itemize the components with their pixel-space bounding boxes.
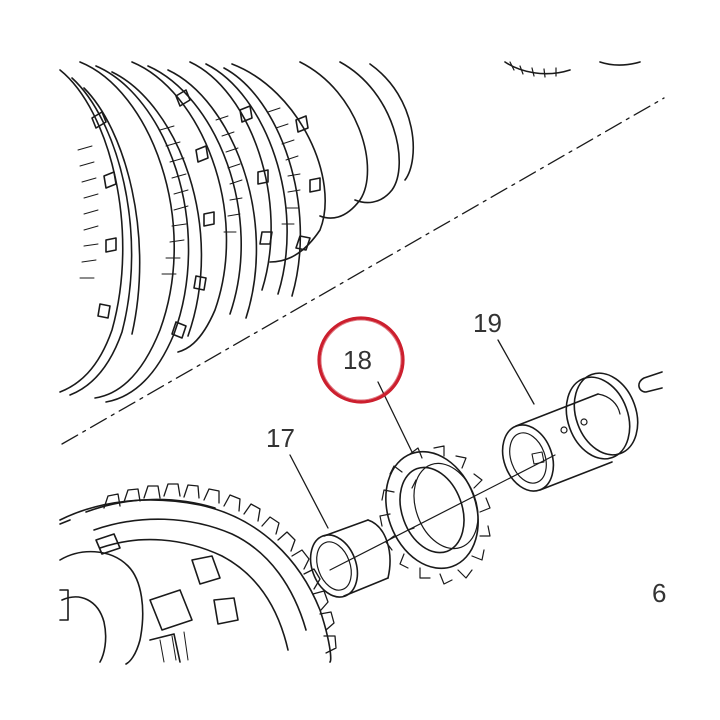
callout-19: 19 xyxy=(473,308,502,338)
callout-17: 17 xyxy=(266,423,295,453)
clutch-basket-gear xyxy=(59,483,337,665)
part-19-sleeve xyxy=(501,372,639,492)
part-18-sprocket xyxy=(379,445,491,585)
callout-6-partial: 6 xyxy=(652,578,667,608)
leader-line-18 xyxy=(377,381,413,453)
top-gear-fragment xyxy=(504,61,641,78)
clutch-plate-stack xyxy=(59,61,414,403)
leader-line-17 xyxy=(289,454,329,529)
pin-partial xyxy=(638,371,663,393)
separator-centerline xyxy=(61,97,665,445)
callout-18: 18 xyxy=(343,345,372,375)
leader-line-19 xyxy=(497,339,535,405)
highlight-circle-18 xyxy=(317,316,405,404)
